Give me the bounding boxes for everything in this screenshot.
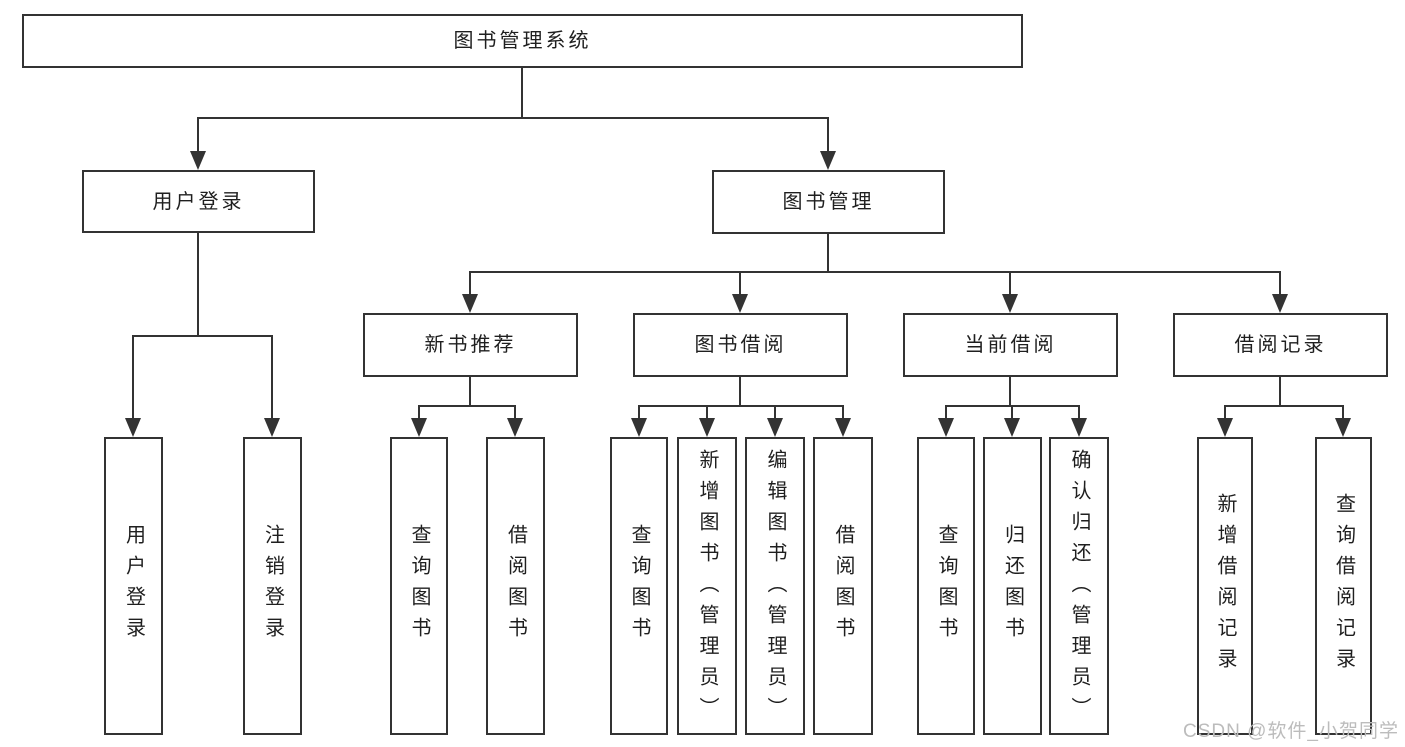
node-book-borrow: 图书借阅: [633, 313, 848, 377]
leaf-query-borrow-record: 查询借阅记录: [1315, 437, 1372, 735]
leaf-query-books-current: 查询图书: [917, 437, 975, 735]
leaf-borrow-books: 借阅图书: [813, 437, 873, 735]
leaf-add-borrow-record: 新增借阅记录: [1197, 437, 1253, 735]
leaf-add-books-admin: 新增图书（管理员）: [677, 437, 737, 735]
leaf-query-books-borrow: 查询图书: [610, 437, 668, 735]
node-new-book-recommend: 新书推荐: [363, 313, 578, 377]
leaf-confirm-return-admin: 确认归还（管理员）: [1049, 437, 1109, 735]
csdn-watermark: CSDN @软件_小贺同学: [1183, 721, 1399, 742]
leaf-query-books-recommend: 查询图书: [390, 437, 448, 735]
leaf-logout: 注销登录: [243, 437, 302, 735]
node-current-borrow: 当前借阅: [903, 313, 1118, 377]
leaf-user-login: 用户登录: [104, 437, 163, 735]
leaf-edit-books-admin: 编辑图书（管理员）: [745, 437, 805, 735]
leaf-return-books: 归还图书: [983, 437, 1042, 735]
leaf-borrow-books-recommend: 借阅图书: [486, 437, 545, 735]
node-borrow-records: 借阅记录: [1173, 313, 1388, 377]
node-book-management: 图书管理: [712, 170, 945, 234]
node-library-system: 图书管理系统: [22, 14, 1023, 68]
node-user-login: 用户登录: [82, 170, 315, 233]
